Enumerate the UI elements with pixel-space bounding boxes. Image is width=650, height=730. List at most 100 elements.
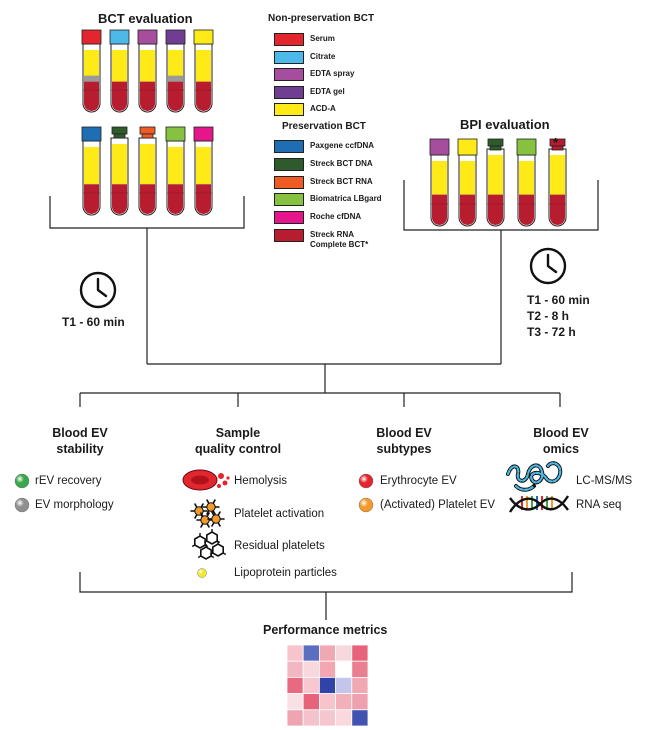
legend-label: ACD-A	[310, 104, 336, 113]
item-platelet-activation: Platelet activation	[234, 508, 325, 520]
performance-heatmap	[286, 644, 369, 727]
heatmap-cell	[335, 677, 353, 695]
item-erythrocyte-ev: Erythrocyte EV	[380, 475, 457, 487]
item-ev-morphology: EV morphology	[35, 499, 114, 511]
legend-label: EDTA spray	[310, 69, 355, 78]
legend-label: Paxgene ccfDNA	[310, 141, 375, 150]
heatmap-cell	[335, 709, 353, 727]
legend-swatch	[274, 33, 304, 46]
heatmap-cell	[335, 693, 353, 711]
blood-collection-tube	[81, 126, 102, 216]
heatmap-cell	[286, 693, 304, 711]
activated-platelet-icon	[190, 499, 225, 528]
legend-swatch	[274, 175, 304, 189]
blood-collection-tube	[548, 138, 567, 227]
item-residual-platelets: Residual platelets	[234, 540, 325, 552]
green-sphere-icon	[14, 473, 30, 489]
blood-collection-tube	[165, 29, 186, 113]
heatmap-cell	[351, 660, 369, 678]
preservation-title: Preservation BCT	[282, 121, 366, 132]
bpi-title: BPI evaluation	[460, 117, 550, 132]
heatmap-cell	[302, 709, 320, 727]
legend-swatch	[274, 157, 304, 171]
blood-collection-tube	[457, 138, 478, 227]
clock-icon	[529, 247, 567, 285]
heatmap-cell	[286, 660, 304, 678]
blood-collection-tube	[138, 126, 157, 216]
legend-swatch	[274, 229, 304, 242]
heatmap-cell	[302, 644, 320, 662]
blood-collection-tube	[109, 29, 130, 113]
legend-label: Biomatrica LBgard	[310, 194, 382, 204]
heatmap-cell	[335, 644, 353, 662]
legend-label: EDTA gel	[310, 86, 345, 96]
heatmap-cell	[318, 644, 336, 662]
residual-platelets-icon	[191, 529, 227, 560]
blood-collection-tube	[193, 29, 214, 113]
heatmap-cell	[318, 660, 336, 678]
item-rev-recovery: rEV recovery	[35, 475, 102, 487]
heatmap-cell	[318, 709, 336, 727]
legend-swatch	[274, 193, 304, 207]
performance-title: Performance metrics	[263, 623, 388, 637]
red-blood-cell-icon	[182, 469, 230, 491]
bpi-time-1: T1 - 60 min	[527, 293, 590, 307]
orange-sphere-icon	[358, 497, 374, 513]
blood-collection-tube	[429, 138, 450, 227]
blood-collection-tube	[486, 138, 505, 227]
legend-label: Citrate	[310, 51, 336, 61]
heatmap-cell	[351, 677, 369, 695]
heatmap-cell	[286, 709, 304, 727]
bpi-time-3: T3 - 72 h	[527, 325, 576, 339]
rna-helix-icon	[508, 495, 570, 513]
bct-title: BCT evaluation	[98, 11, 193, 26]
legend-swatch	[274, 140, 304, 153]
clock-icon	[79, 271, 117, 309]
heatmap-cell	[286, 677, 304, 695]
item-hemolysis: Hemolysis	[234, 475, 288, 487]
bpi-asterisk: *	[553, 135, 559, 150]
blood-collection-tube	[81, 29, 102, 113]
heatmap-cell	[351, 644, 369, 662]
blood-collection-tube	[193, 126, 214, 216]
heatmap-cell	[318, 677, 336, 695]
legend-label: Serum	[310, 34, 335, 43]
protein-chain-icon	[506, 461, 563, 492]
heatmap-cell	[335, 660, 353, 678]
blood-collection-tube	[516, 138, 537, 227]
heatmap-cell	[302, 677, 320, 695]
non-preservation-title: Non-preservation BCT	[268, 13, 375, 24]
bpi-time-2: T2 - 8 h	[527, 309, 570, 323]
item-lipoprotein-particles: Lipoprotein particles	[234, 567, 337, 579]
heatmap-cell	[318, 693, 336, 711]
legend-swatch	[274, 85, 304, 99]
heatmap-cell	[302, 693, 320, 711]
blood-collection-tube	[110, 126, 129, 216]
red-sphere-icon	[358, 473, 374, 489]
lipoprotein-particle-icon	[197, 568, 207, 578]
heatmap-cell	[351, 709, 369, 727]
item-lc-ms-ms: LC-MS/MS	[576, 475, 633, 487]
legend-swatch	[274, 68, 304, 81]
gray-sphere-icon	[14, 497, 30, 513]
bct-time: T1 - 60 min	[62, 315, 125, 329]
blood-collection-tube	[165, 126, 186, 216]
blood-collection-tube	[137, 29, 158, 113]
item-platelet-ev: (Activated) Platelet EV	[380, 499, 496, 511]
legend-label: Streck BCT RNA	[310, 176, 373, 186]
legend-swatch	[274, 103, 304, 116]
legend-label: Streck BCT DNA	[310, 158, 373, 168]
item-rna-seq: RNA seq	[576, 499, 622, 511]
heatmap-cell	[351, 693, 369, 711]
legend-label: Roche cfDNA	[310, 212, 362, 222]
legend-swatch	[274, 211, 304, 225]
legend-swatch	[274, 50, 304, 64]
heatmap-cell	[286, 644, 304, 662]
